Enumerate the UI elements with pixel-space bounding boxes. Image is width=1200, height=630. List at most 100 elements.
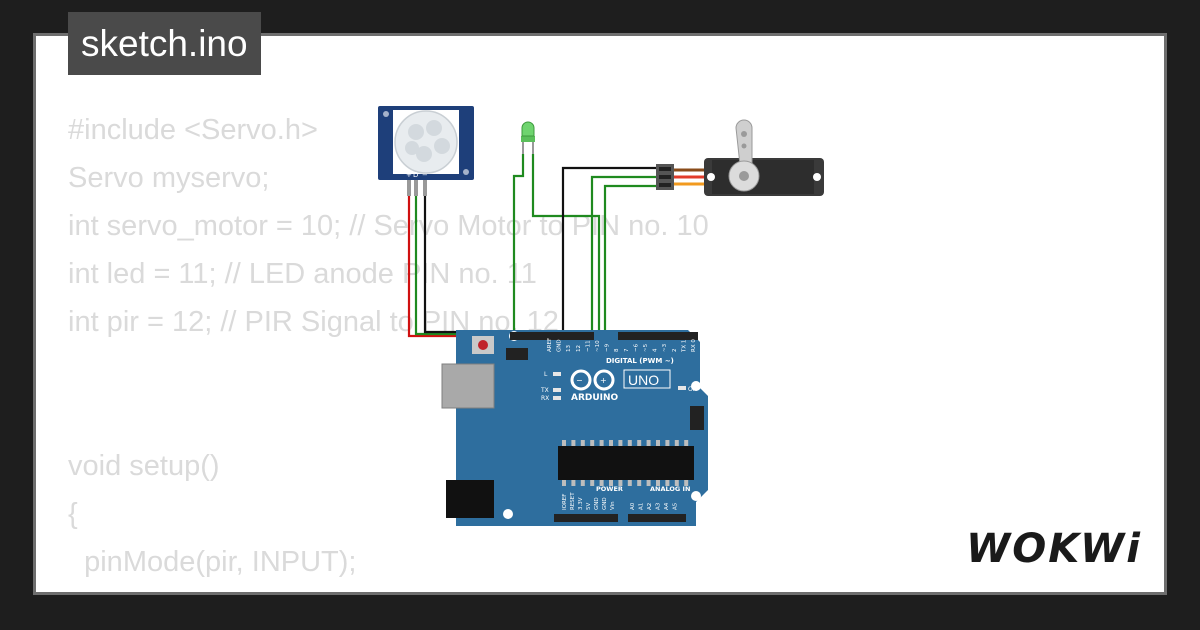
wokwi-logo: WOKWi <box>966 526 1142 572</box>
servo-motor[interactable] <box>656 119 824 196</box>
power-label: POWER <box>596 485 623 493</box>
pin-label: A2 <box>647 503 653 510</box>
code-line: Servo myservo; <box>68 162 270 194</box>
pin-label: 12 <box>576 345 582 352</box>
wire-led-anode <box>531 154 601 332</box>
pin-label: 7 <box>624 348 630 352</box>
digital-header <box>510 332 594 340</box>
pin-label: 8 <box>614 348 620 352</box>
usb-port <box>441 363 495 409</box>
pin-label: ~6 <box>633 343 639 352</box>
green-led[interactable] <box>521 121 535 154</box>
code-line: { <box>68 498 78 530</box>
pin-label: 13 <box>566 345 572 352</box>
pin-label: A0 <box>630 502 636 510</box>
tx-label: TX <box>540 387 549 394</box>
pin-label: ~10 <box>595 340 601 352</box>
code-line: int led = 11; // LED anode PIN no. 11 <box>68 258 537 290</box>
pin-label: ~11 <box>585 340 591 352</box>
pin-label: IOREF <box>562 494 568 510</box>
chip-pin <box>637 480 642 486</box>
pin-label: ~9 <box>605 343 611 352</box>
code-preview: #include <Servo.h>Servo myservo;int serv… <box>68 106 709 592</box>
chip-pin <box>656 480 660 486</box>
wire-servo-gnd <box>561 166 658 332</box>
pin-label: RESET <box>570 492 576 510</box>
pin-label: Vin <box>610 501 616 510</box>
analog-label: ANALOG IN <box>650 485 690 493</box>
pir-pin-plus: + <box>406 171 412 179</box>
wire-pir-vcc <box>407 196 466 338</box>
on-label: ON <box>688 386 697 393</box>
pin-label: A4 <box>664 502 670 510</box>
svg-text:−: − <box>576 376 583 385</box>
chip-pin <box>646 480 651 486</box>
chip-pin <box>609 440 613 446</box>
pin-label: RX 0 <box>691 339 697 352</box>
pin-label: 4 <box>653 348 659 352</box>
chip-pin <box>590 480 595 486</box>
preview-card: #include <Servo.h>Servo myservo;int serv… <box>33 33 1167 595</box>
chip-pin <box>627 480 632 486</box>
chip-pin <box>571 480 576 486</box>
file-title: sketch.ino <box>68 12 261 75</box>
pin-label: 3.3V <box>578 497 584 510</box>
chip-pin <box>665 480 670 486</box>
code-line: #include <Servo.h> <box>68 114 318 146</box>
chip-pin <box>562 440 566 446</box>
pin-label: 5V <box>586 503 592 510</box>
chip-pin <box>562 480 566 486</box>
pin-label: GND <box>602 497 608 510</box>
pin-label: 2 <box>672 349 678 353</box>
chip-pin <box>571 440 576 446</box>
chip-pin <box>684 440 689 446</box>
wire-led-cathode <box>512 154 576 340</box>
code-line: void setup() <box>68 450 220 482</box>
pin-label: A5 <box>673 502 679 510</box>
chip-pin <box>665 440 670 446</box>
wire-servo-vcc <box>590 175 658 332</box>
code-line: pinMode(pir, INPUT); <box>68 546 357 578</box>
chip-pin <box>609 480 613 486</box>
chip-pin <box>599 440 604 446</box>
chip-pin <box>580 440 585 446</box>
power-jack <box>446 480 494 518</box>
chip-pin <box>656 440 660 446</box>
circuit-diagram: + D − <box>378 106 824 526</box>
wire-servo-signal <box>603 184 658 332</box>
pir-pin-minus: − <box>422 171 428 179</box>
chip-pin <box>580 480 585 486</box>
arduino-logo-icon <box>570 369 615 391</box>
wire-pir-gnd <box>423 196 521 334</box>
svg-text:+: + <box>600 376 607 385</box>
digital-label: DIGITAL (PWM ~) <box>606 357 674 365</box>
chip-pin <box>646 440 651 446</box>
atmega-chip <box>558 446 694 480</box>
chip-pin <box>618 440 623 446</box>
pin-label: GND <box>594 497 600 510</box>
pin-label: ~5 <box>643 343 649 352</box>
chip-pin <box>627 440 632 446</box>
pin-label: ~3 <box>662 343 668 352</box>
chip-pins <box>562 440 689 486</box>
l-label: L <box>544 371 548 378</box>
pir-sensor[interactable]: + D − <box>378 106 474 196</box>
pin-label: GND <box>557 339 563 352</box>
chip-pin <box>674 440 679 446</box>
pin-label: A1 <box>639 503 645 510</box>
rx-label: RX <box>541 395 549 402</box>
chip-pin <box>599 480 604 486</box>
pin-label: A3 <box>656 502 662 510</box>
chip-pin <box>618 480 623 486</box>
board-model: UNO <box>628 372 659 388</box>
wires <box>407 154 658 340</box>
pin-label: TX 1 <box>681 340 687 353</box>
chip-pin <box>590 440 595 446</box>
analog-header <box>628 514 686 522</box>
arduino-brand-text: ARDUINO <box>571 393 619 403</box>
power-header <box>554 514 618 522</box>
